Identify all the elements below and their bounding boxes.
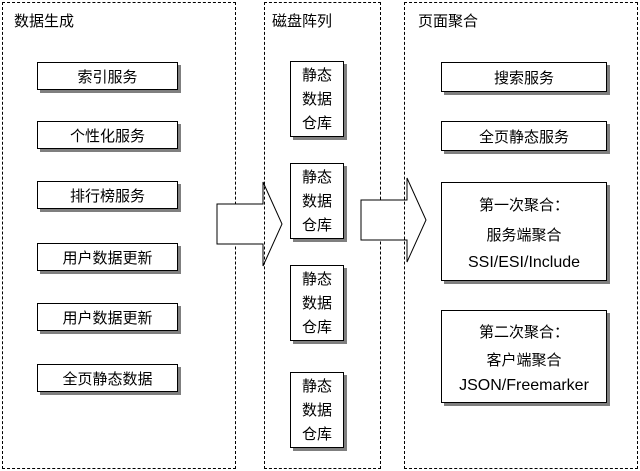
ranking-service-label: 排行榜服务 xyxy=(69,186,145,205)
right-arrow-2 xyxy=(360,177,427,263)
data-generation-title: 数据生成 xyxy=(14,12,75,30)
warehouse-3-line-2: 数据 xyxy=(301,294,332,312)
page-aggregation-title: 页面聚合 xyxy=(418,12,479,30)
second-aggregation-heading: 第二次聚合： xyxy=(478,322,569,341)
personalization-service-label: 个性化服务 xyxy=(69,126,145,145)
static-data-warehouse-box-3: 静态 数据 仓库 xyxy=(290,265,344,341)
second-aggregation-type: 客户端聚合 xyxy=(486,350,562,369)
user-data-update-label-2: 用户数据更新 xyxy=(62,308,153,327)
first-aggregation-type: 服务端聚合 xyxy=(486,225,562,244)
second-aggregation-box: 第二次聚合： 客户端聚合 JSON/Freemarker xyxy=(441,310,607,403)
static-data-warehouse-box-1: 静态 数据 仓库 xyxy=(290,61,344,137)
warehouse-4-line-2: 数据 xyxy=(301,401,332,419)
full-page-static-service-label: 全页静态服务 xyxy=(478,127,569,146)
right-arrow-1 xyxy=(216,181,283,267)
user-data-update-label-1: 用户数据更新 xyxy=(62,248,153,267)
warehouse-4-line-3: 仓库 xyxy=(301,425,332,443)
warehouse-1-line-3: 仓库 xyxy=(301,114,332,132)
warehouse-3-line-1: 静态 xyxy=(301,270,332,288)
search-service-box: 搜索服务 xyxy=(441,62,607,92)
first-aggregation-box: 第一次聚合： 服务端聚合 SSI/ESI/Include xyxy=(441,182,607,281)
warehouse-4-line-1: 静态 xyxy=(301,377,332,395)
static-data-warehouse-box-2: 静态 数据 仓库 xyxy=(290,163,344,239)
warehouse-2-line-2: 数据 xyxy=(301,192,332,210)
warehouse-1-line-1: 静态 xyxy=(301,66,332,84)
warehouse-3-line-3: 仓库 xyxy=(301,318,332,336)
personalization-service-box: 个性化服务 xyxy=(37,121,178,149)
full-page-static-data-box: 全页静态数据 xyxy=(37,364,178,392)
static-data-warehouse-box-4: 静态 数据 仓库 xyxy=(290,372,344,448)
full-page-static-service-box: 全页静态服务 xyxy=(441,121,607,151)
index-service-label: 索引服务 xyxy=(77,67,138,86)
first-aggregation-heading: 第一次聚合： xyxy=(478,195,569,214)
disk-array-title: 磁盘阵列 xyxy=(272,12,333,30)
user-data-update-box-2: 用户数据更新 xyxy=(37,303,178,331)
full-page-static-data-label: 全页静态数据 xyxy=(62,369,153,388)
index-service-box: 索引服务 xyxy=(37,62,178,90)
warehouse-2-line-1: 静态 xyxy=(301,168,332,186)
page-aggregation-panel xyxy=(404,2,638,469)
first-aggregation-tech: SSI/ESI/Include xyxy=(467,253,581,271)
user-data-update-box-1: 用户数据更新 xyxy=(37,243,178,271)
ranking-service-box: 排行榜服务 xyxy=(37,181,178,209)
search-service-label: 搜索服务 xyxy=(493,68,554,87)
warehouse-2-line-3: 仓库 xyxy=(301,216,332,234)
warehouse-1-line-2: 数据 xyxy=(301,90,332,108)
second-aggregation-tech: JSON/Freemarker xyxy=(459,376,589,394)
